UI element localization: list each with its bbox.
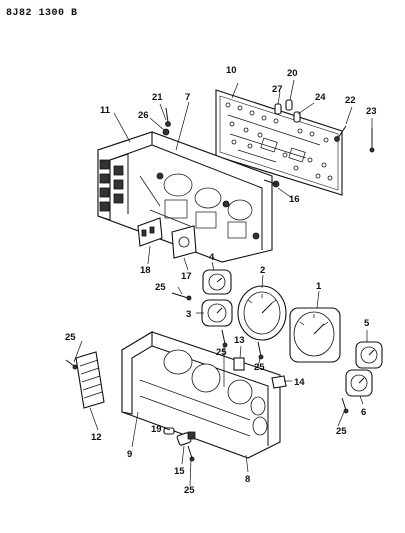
- bulb-24: [293, 111, 301, 123]
- screw-16: [263, 179, 280, 188]
- callout-9: 9: [127, 449, 132, 460]
- connector-plate-18: [137, 217, 163, 247]
- callout-19: 19: [151, 424, 162, 435]
- screw-25-d: [65, 359, 78, 370]
- callout-20: 20: [287, 68, 298, 79]
- callout-2: 2: [260, 265, 265, 276]
- screw-25-c: [257, 341, 264, 360]
- callout-25-f: 25: [184, 485, 195, 496]
- tachometer-1: [289, 307, 341, 363]
- callout-22: 22: [345, 95, 356, 106]
- pin-23: [369, 128, 375, 153]
- callout-4: 4: [209, 252, 215, 263]
- bulb-27: [274, 103, 282, 115]
- callout-5: 5: [364, 318, 370, 329]
- callout-15: 15: [174, 466, 185, 477]
- gauge-6: [345, 369, 373, 397]
- callout-17: 17: [181, 271, 192, 282]
- callout-25-a: 25: [155, 282, 166, 293]
- callout-12: 12: [91, 432, 102, 443]
- diagram-code: 8J82 1300 B: [6, 8, 78, 19]
- callout-18: 18: [140, 265, 151, 276]
- callout-labels: 1 2 3 4 5 6 7 8 9 10 11 12 13 14 15 16 1…: [65, 65, 377, 496]
- screw-25-f: [187, 445, 195, 462]
- callout-21: 21: [152, 92, 163, 103]
- callout-11: 11: [100, 105, 111, 116]
- screw-26: [162, 128, 170, 136]
- screw-25-e: [341, 397, 349, 414]
- cluster-bezel: [121, 331, 281, 459]
- gauge-4: [202, 269, 232, 295]
- callout-10: 10: [226, 65, 237, 76]
- callout-25-e: 25: [336, 426, 347, 437]
- callout-16: 16: [289, 194, 300, 205]
- callout-27: 27: [272, 84, 283, 95]
- speedometer-2: [237, 285, 287, 341]
- callout-6: 6: [361, 407, 366, 418]
- callout-8: 8: [245, 474, 250, 485]
- callout-24: 24: [315, 92, 326, 103]
- screw-25-b: [221, 329, 228, 348]
- screw-21: [165, 107, 171, 127]
- callout-1: 1: [316, 281, 322, 292]
- screw-25-a: [171, 292, 192, 301]
- callout-25-c: 25: [254, 362, 265, 373]
- lens-12: [75, 351, 105, 409]
- bulb-19: [163, 427, 175, 435]
- gasket-plate-17: [171, 225, 197, 259]
- bulb-socket-15: [176, 431, 196, 446]
- bulb-20: [285, 99, 293, 111]
- gauge-5: [355, 341, 383, 369]
- leader-lines: [73, 79, 373, 487]
- callout-7: 7: [185, 92, 190, 103]
- callout-25-b: 25: [216, 347, 227, 358]
- printed-circuit-plate: [215, 89, 343, 196]
- callout-23: 23: [366, 106, 377, 117]
- filter-clip-14: [271, 375, 287, 389]
- callout-14: 14: [294, 377, 305, 388]
- gauge-3: [201, 299, 233, 327]
- callout-13: 13: [234, 335, 245, 346]
- screw-22: [334, 125, 347, 142]
- callout-25-d: 25: [65, 332, 76, 343]
- callout-26: 26: [138, 110, 149, 121]
- callout-3: 3: [186, 309, 191, 320]
- retainer-clip-13: [233, 357, 245, 371]
